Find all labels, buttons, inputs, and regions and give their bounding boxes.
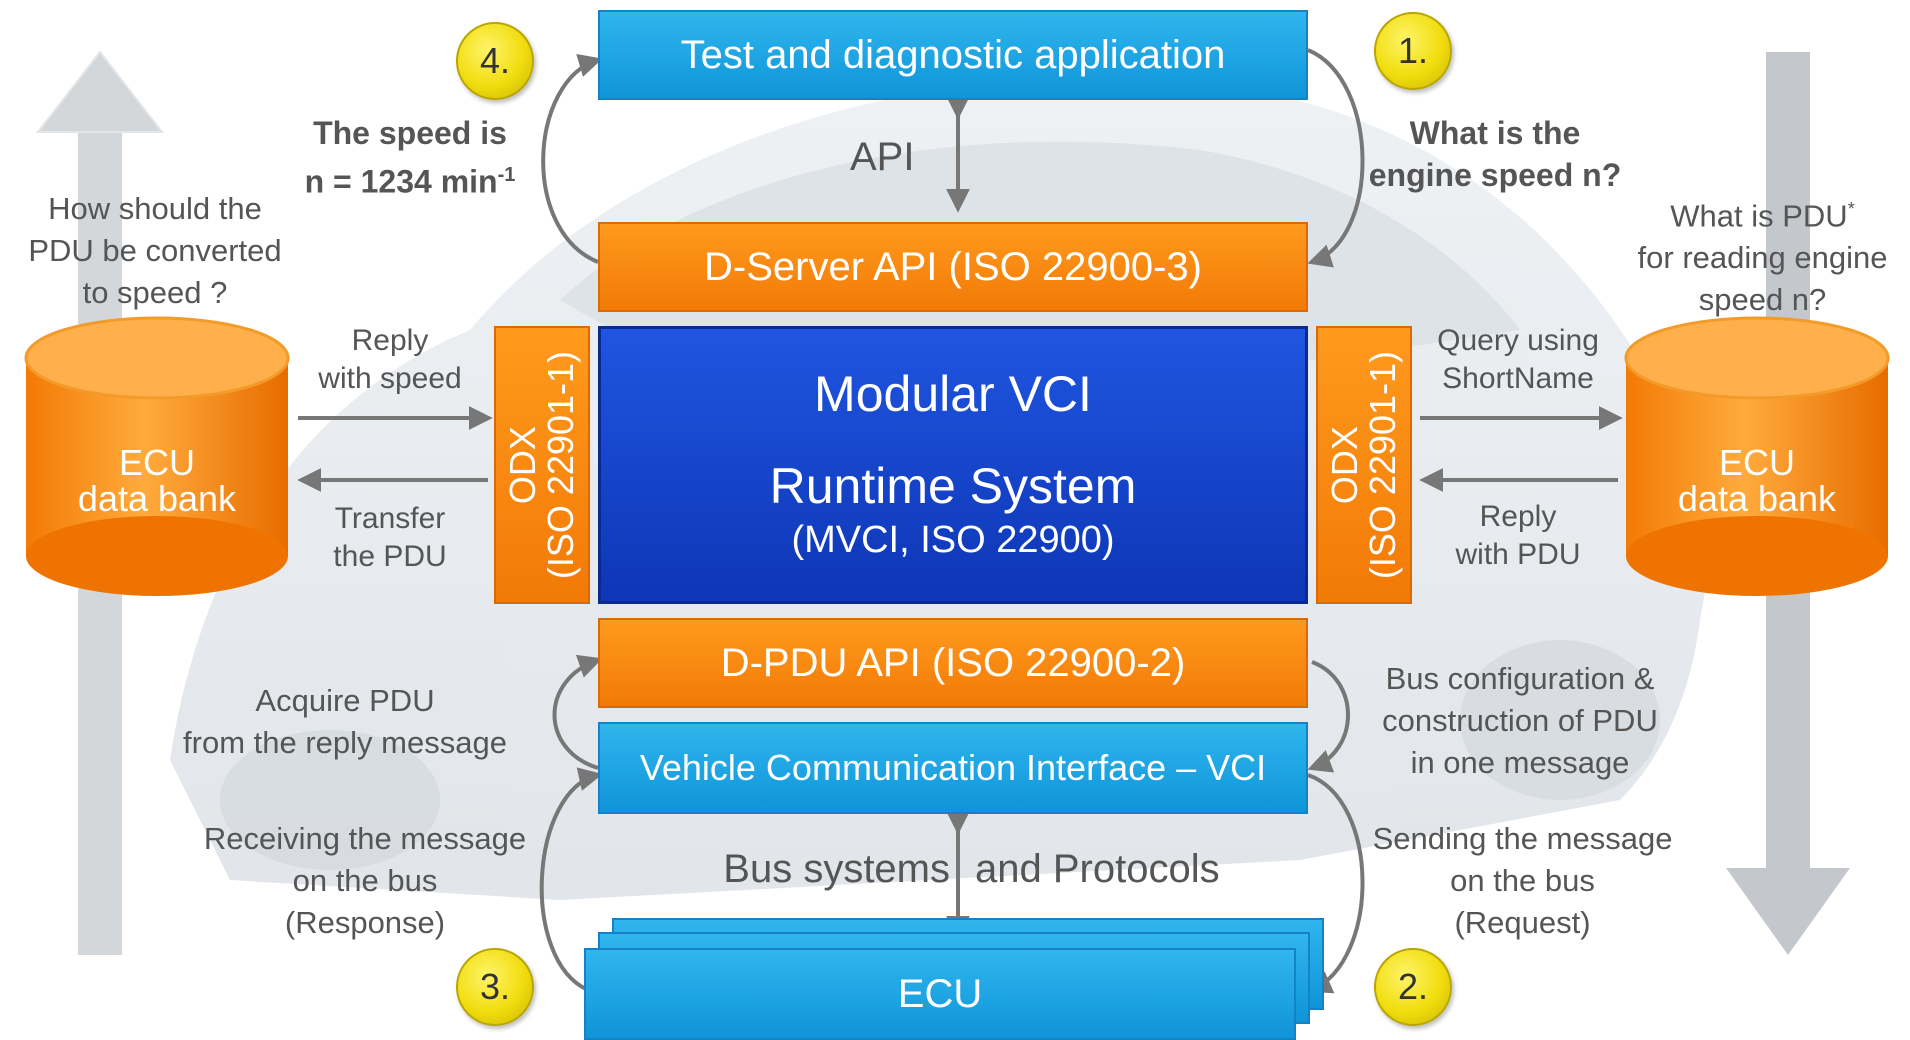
step-badge-3: 3.: [456, 948, 534, 1026]
reply-speed-label: Reply with speed: [318, 324, 462, 395]
bus-config-label: Bus configuration & construction of PDU …: [1382, 661, 1658, 780]
step-badge-4: 4.: [456, 22, 534, 100]
api-label: API: [850, 135, 915, 179]
d-pdu-api-box: D-PDU API (ISO 22900-2): [598, 618, 1308, 708]
ecu-box: ECU: [584, 948, 1296, 1040]
curve-step4-arrow: [541, 53, 603, 264]
bus-systems-label: Bus systems: [723, 847, 950, 891]
right-databank-label: ECU data bank: [1677, 442, 1837, 519]
right-databank-cylinder: [1624, 316, 1890, 596]
step-badge-1: 1.: [1374, 12, 1452, 90]
query-label: Query using ShortName: [1437, 324, 1599, 395]
vci-label: Vehicle Communication Interface – VCI: [639, 747, 1267, 788]
speed-question: What is the engine speed n?: [1368, 115, 1622, 193]
odx-right-text: ODX (ISO 22901-1): [1324, 350, 1403, 580]
curve-acquire-arrow: [552, 654, 603, 770]
d-pdu-api-label: D-PDU API (ISO 22900-2): [720, 640, 1186, 685]
test-app-box: Test and diagnostic application: [598, 10, 1308, 100]
curve-busconf-arrow: [1307, 660, 1350, 773]
curve-receive-arrow: [539, 767, 603, 992]
core-title: Modular VCI: [814, 366, 1092, 422]
modular-vci-core-box: Modular VCI Runtime System (MVCI, ISO 22…: [598, 326, 1308, 604]
odx-left-text: ODX (ISO 22901-1): [502, 350, 581, 580]
speed-answer: The speed is n = 1234 min-1: [304, 115, 516, 200]
pdu-question: What is PDU* for reading engine speed n?: [1637, 198, 1888, 318]
left-databank-label: ECU data bank: [77, 442, 237, 519]
transfer-pdu-label: Transfer the PDU: [333, 502, 447, 573]
step-badge-2: 2.: [1374, 948, 1452, 1026]
acquire-pdu-label: Acquire PDU from the reply message: [183, 683, 507, 760]
sending-label: Sending the message on the bus (Request): [1372, 821, 1673, 940]
d-server-api-box: D-Server API (ISO 22900-3): [598, 222, 1308, 312]
core-subtitle: Runtime System: [769, 458, 1137, 514]
vci-box: Vehicle Communication Interface – VCI: [598, 722, 1308, 814]
curve-step1-arrow: [1307, 48, 1365, 268]
reply-pdu-label: Reply with PDU: [1455, 500, 1581, 571]
odx-left-box: ODX (ISO 22901-1): [494, 326, 590, 604]
core-standard: (MVCI, ISO 22900): [791, 519, 1115, 561]
ecu-label: ECU: [897, 971, 983, 1016]
odx-right-box: ODX (ISO 22901-1): [1316, 326, 1412, 604]
test-app-label: Test and diagnostic application: [680, 32, 1226, 77]
protocols-label: and Protocols: [975, 847, 1220, 891]
left-databank-cylinder: [24, 316, 290, 596]
d-server-api-label: D-Server API (ISO 22900-3): [704, 244, 1202, 289]
curve-send-arrow: [1307, 773, 1365, 994]
receiving-label: Receiving the message on the bus (Respon…: [203, 821, 527, 940]
conversion-question: How should the PDU be converted to speed…: [28, 191, 282, 310]
